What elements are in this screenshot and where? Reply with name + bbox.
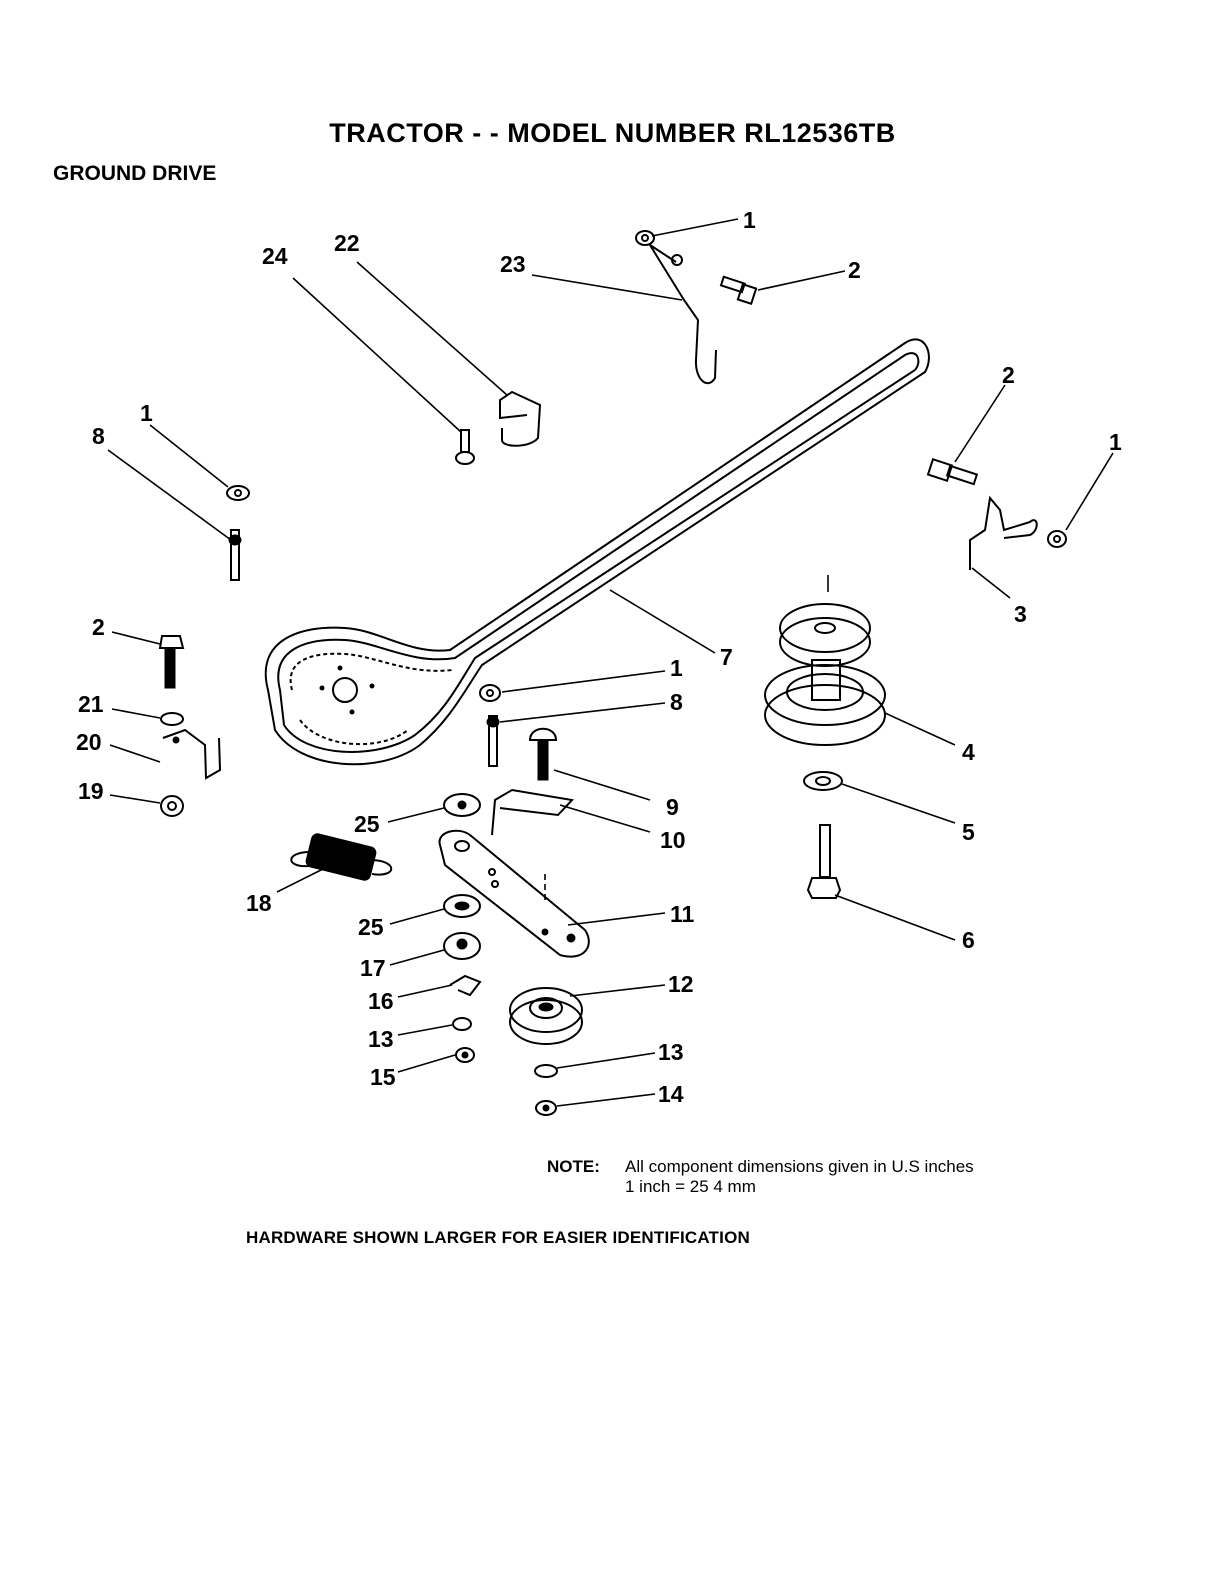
callout-number: 8: [670, 689, 683, 715]
part-24-bolt: [456, 430, 474, 464]
callout-number: 3: [1014, 601, 1027, 627]
note-line-2: 1 inch = 25 4 mm: [547, 1177, 974, 1197]
hardware-note: HARDWARE SHOWN LARGER FOR EASIER IDENTIF…: [246, 1228, 750, 1248]
part-3-bracket: [970, 498, 1037, 570]
callout-number: 1: [1109, 429, 1122, 455]
part-25-washer: [444, 895, 480, 917]
part-5-washer: [804, 772, 842, 790]
callout-number: 15: [370, 1064, 396, 1090]
part-11-arm: [440, 831, 589, 957]
callout-number: 16: [368, 988, 394, 1014]
callout-number: 23: [500, 251, 526, 277]
callout-number: 19: [78, 778, 104, 804]
callout-number: 12: [668, 971, 694, 997]
part-19-nut: [161, 796, 183, 816]
part-13-washer: [453, 1018, 471, 1030]
callout-number: 2: [848, 257, 861, 283]
part-14-nut: [536, 1101, 556, 1115]
part-25-washer: [444, 794, 480, 816]
callout-number: 21: [78, 691, 104, 717]
callout-number: 1: [670, 655, 683, 681]
callout-number: 13: [658, 1039, 684, 1065]
bolt-icon: [928, 459, 977, 484]
callout-number: 2: [92, 614, 105, 640]
nut-icon: [1048, 531, 1066, 547]
dimension-note: NOTE:All component dimensions given in U…: [547, 1157, 974, 1197]
part-23-bracket: [650, 245, 716, 383]
part-13-washer: [535, 1065, 557, 1077]
callout-number: 20: [76, 729, 102, 755]
callout-number: 1: [140, 400, 153, 426]
callout-number: 14: [658, 1081, 684, 1107]
callout-number: 25: [358, 914, 384, 940]
callout-number: 9: [666, 794, 679, 820]
part-22-bracket: [500, 392, 540, 446]
part-2-bolt: [160, 636, 183, 688]
pin-icon: [487, 716, 499, 766]
callout-number: 11: [670, 901, 695, 927]
nut-icon: [227, 486, 249, 500]
part-6-bolt: [808, 825, 840, 898]
callout-number: 22: [334, 230, 360, 256]
part-17-spacer: [444, 933, 480, 959]
note-label: NOTE:: [547, 1157, 625, 1177]
bolt-icon: [721, 277, 756, 304]
callout-number: 18: [246, 890, 272, 916]
part-4-pulley: [765, 575, 885, 745]
callout-number: 4: [962, 739, 975, 765]
callout-number: 17: [360, 955, 386, 981]
callout-number: 2: [1002, 362, 1015, 388]
callout-number: 10: [660, 827, 686, 853]
part-18-spring: [291, 833, 391, 882]
part-10-bracket: [492, 790, 572, 835]
part-20-bracket: [163, 730, 220, 778]
callout-number: 5: [962, 819, 975, 845]
note-line-1: All component dimensions given in U.S in…: [625, 1157, 974, 1176]
callout-number: 13: [368, 1026, 394, 1052]
part-9-bolt: [530, 729, 556, 780]
callout-number: 24: [262, 243, 288, 269]
callout-number: 6: [962, 927, 975, 953]
nut-icon: [636, 231, 654, 245]
callouts: 1 2 23 24 22 2 1 1 8 3 2 7 1 8 4 21 20 9…: [76, 207, 1122, 1107]
leader-lines: [108, 219, 1113, 1106]
part-16-clip: [450, 976, 480, 995]
pin-icon: [229, 530, 241, 580]
part-21-washer: [161, 713, 183, 725]
callout-number: 8: [92, 423, 105, 449]
nut-icon: [480, 685, 500, 701]
part-15-nut: [456, 1048, 474, 1062]
callout-number: 1: [743, 207, 756, 233]
callout-number: 7: [720, 644, 733, 670]
callout-number: 25: [354, 811, 380, 837]
